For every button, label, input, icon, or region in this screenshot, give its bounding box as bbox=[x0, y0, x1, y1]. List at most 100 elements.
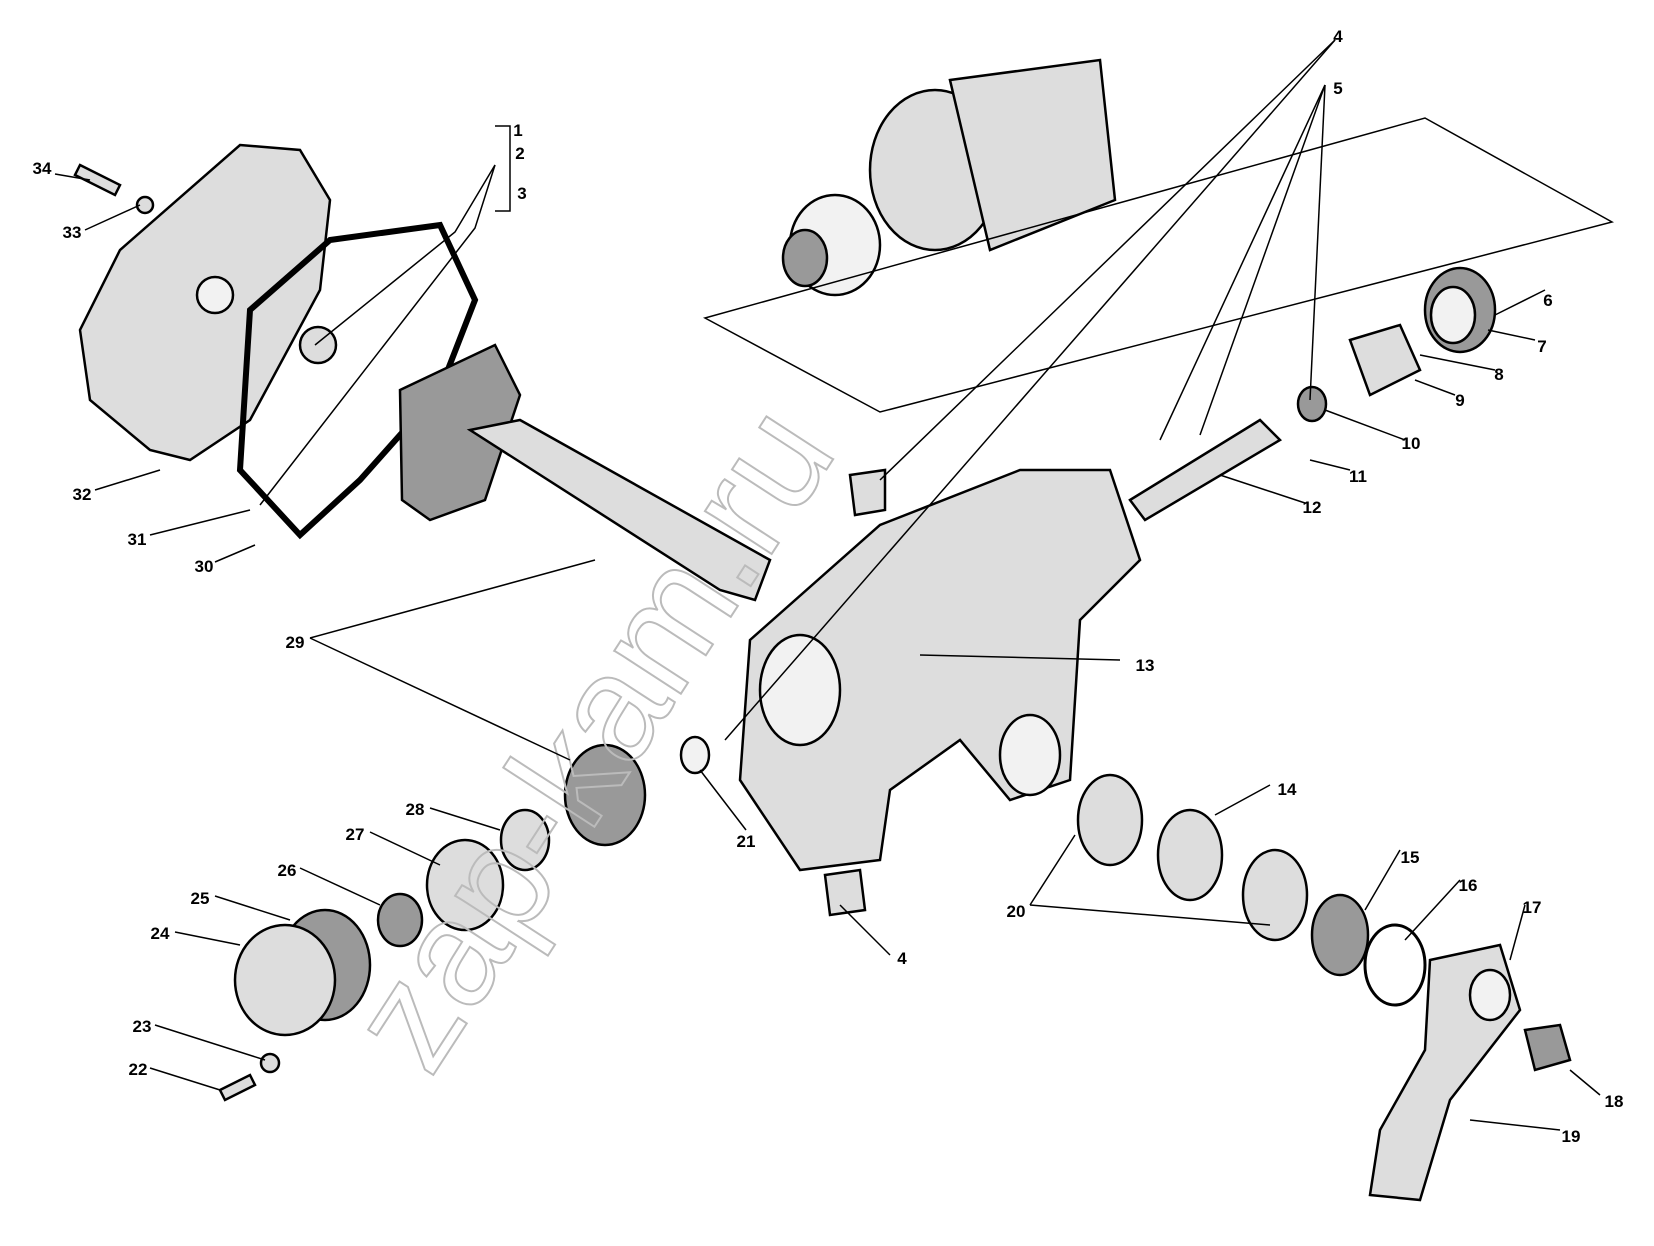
callout-label-2: 2 bbox=[515, 144, 524, 163]
part-cover-hub bbox=[195, 275, 235, 315]
part-nut-18 bbox=[1523, 1023, 1572, 1072]
callout-label-13: 13 bbox=[1136, 656, 1155, 675]
leader-line bbox=[1199, 84, 1326, 436]
leader-line bbox=[54, 173, 91, 181]
part-washer-23 bbox=[259, 1052, 281, 1074]
callout-label-26: 26 bbox=[278, 861, 297, 880]
callout-label-3: 3 bbox=[517, 184, 526, 203]
leader-line bbox=[299, 867, 381, 906]
part-bolt-34 bbox=[73, 163, 122, 197]
leader-line bbox=[1419, 354, 1496, 371]
part-plug-21 bbox=[679, 735, 711, 775]
leader-line bbox=[1309, 459, 1351, 471]
leader-line bbox=[314, 164, 496, 346]
part-seal-15 bbox=[1310, 893, 1370, 977]
part-cap-24 bbox=[233, 923, 337, 1037]
leader-line bbox=[1029, 834, 1076, 906]
callout-label-5: 5 bbox=[1333, 79, 1342, 98]
callout-label-18: 18 bbox=[1605, 1092, 1624, 1111]
callout-label-10: 10 bbox=[1402, 434, 1421, 453]
leader-line bbox=[429, 807, 501, 831]
leader-line bbox=[174, 931, 241, 946]
leader-line bbox=[1509, 904, 1526, 961]
callout-label-21: 21 bbox=[737, 832, 756, 851]
callout-label-30: 30 bbox=[195, 557, 214, 576]
leader-line bbox=[1159, 84, 1326, 441]
callout-label-27: 27 bbox=[346, 825, 365, 844]
callout-label-34: 34 bbox=[33, 159, 52, 178]
part-bushing-20b bbox=[1241, 848, 1309, 942]
part-bolt-22 bbox=[218, 1073, 257, 1102]
callout-label-16: 16 bbox=[1459, 876, 1478, 895]
part-washer-33 bbox=[135, 195, 155, 215]
leader-line bbox=[1364, 849, 1401, 911]
callout-label-32: 32 bbox=[73, 485, 92, 504]
part-nut-26 bbox=[376, 892, 424, 948]
callout-labels: 1234567891011121314151617181920212223242… bbox=[33, 27, 1624, 1146]
part-worm bbox=[563, 743, 647, 847]
leader-lines bbox=[54, 39, 1601, 1131]
callout-label-9: 9 bbox=[1455, 391, 1464, 410]
leader-line bbox=[1404, 879, 1461, 941]
part-bushing-9 bbox=[1348, 323, 1422, 397]
leader-line bbox=[1487, 329, 1536, 341]
callout-label-23: 23 bbox=[133, 1017, 152, 1036]
leader-line bbox=[259, 164, 496, 506]
leader-line bbox=[214, 544, 256, 563]
leader-line bbox=[1569, 1069, 1601, 1096]
part-input-shaft bbox=[1128, 418, 1283, 522]
leader-line bbox=[1219, 474, 1306, 504]
leader-line bbox=[699, 769, 747, 831]
part-race-28 bbox=[499, 808, 551, 872]
part-bushing-14 bbox=[1156, 808, 1224, 902]
part-bearing-27 bbox=[425, 838, 505, 932]
leader-line bbox=[1494, 289, 1546, 316]
part-seal-6-inner bbox=[1429, 285, 1477, 345]
bracket-1-3 bbox=[495, 125, 511, 212]
callout-label-15: 15 bbox=[1401, 848, 1420, 867]
callout-label-19: 19 bbox=[1562, 1127, 1581, 1146]
part-plug-upper bbox=[848, 468, 887, 517]
leader-line bbox=[154, 1024, 266, 1061]
leader-line bbox=[1309, 84, 1326, 401]
part-washer-hole bbox=[781, 228, 829, 288]
leader-line bbox=[1324, 409, 1406, 441]
part-arm-hole bbox=[1468, 968, 1512, 1022]
parts-drawing bbox=[73, 58, 1615, 1202]
leader-line bbox=[309, 559, 596, 639]
callout-label-22: 22 bbox=[129, 1060, 148, 1079]
leader-line bbox=[149, 509, 251, 536]
callout-label-31: 31 bbox=[128, 530, 147, 549]
leader-line bbox=[1469, 1119, 1561, 1131]
callout-label-28: 28 bbox=[406, 800, 425, 819]
callout-label-12: 12 bbox=[1303, 498, 1322, 517]
callout-label-17: 17 bbox=[1523, 898, 1542, 917]
leader-line bbox=[839, 904, 891, 956]
callout-label-8: 8 bbox=[1494, 365, 1503, 384]
part-housing-bore bbox=[758, 633, 842, 747]
leader-line bbox=[214, 895, 291, 921]
part-ring-16 bbox=[1363, 923, 1427, 1007]
callout-label-24: 24 bbox=[151, 924, 170, 943]
part-sector-shaft bbox=[466, 418, 772, 602]
callout-label-7: 7 bbox=[1537, 337, 1546, 356]
callout-label-14: 14 bbox=[1278, 780, 1297, 799]
callout-label-1: 1 bbox=[513, 121, 522, 140]
callout-label-33: 33 bbox=[63, 223, 82, 242]
leader-line bbox=[1029, 904, 1271, 926]
leader-line bbox=[309, 637, 571, 761]
leader-line bbox=[1414, 379, 1456, 396]
leader-line bbox=[1214, 784, 1271, 816]
callout-label-25: 25 bbox=[191, 889, 210, 908]
callout-label-6: 6 bbox=[1543, 291, 1552, 310]
part-bushing-20a bbox=[1076, 773, 1144, 867]
leader-line bbox=[919, 654, 1121, 661]
callout-label-4: 4 bbox=[897, 949, 907, 968]
leader-line bbox=[369, 831, 441, 866]
callout-label-11: 11 bbox=[1349, 467, 1367, 486]
part-housing-bore-2 bbox=[998, 713, 1062, 797]
part-housing-body bbox=[948, 58, 1117, 252]
callout-label-20: 20 bbox=[1007, 902, 1026, 921]
part-plug-lower bbox=[823, 868, 867, 917]
